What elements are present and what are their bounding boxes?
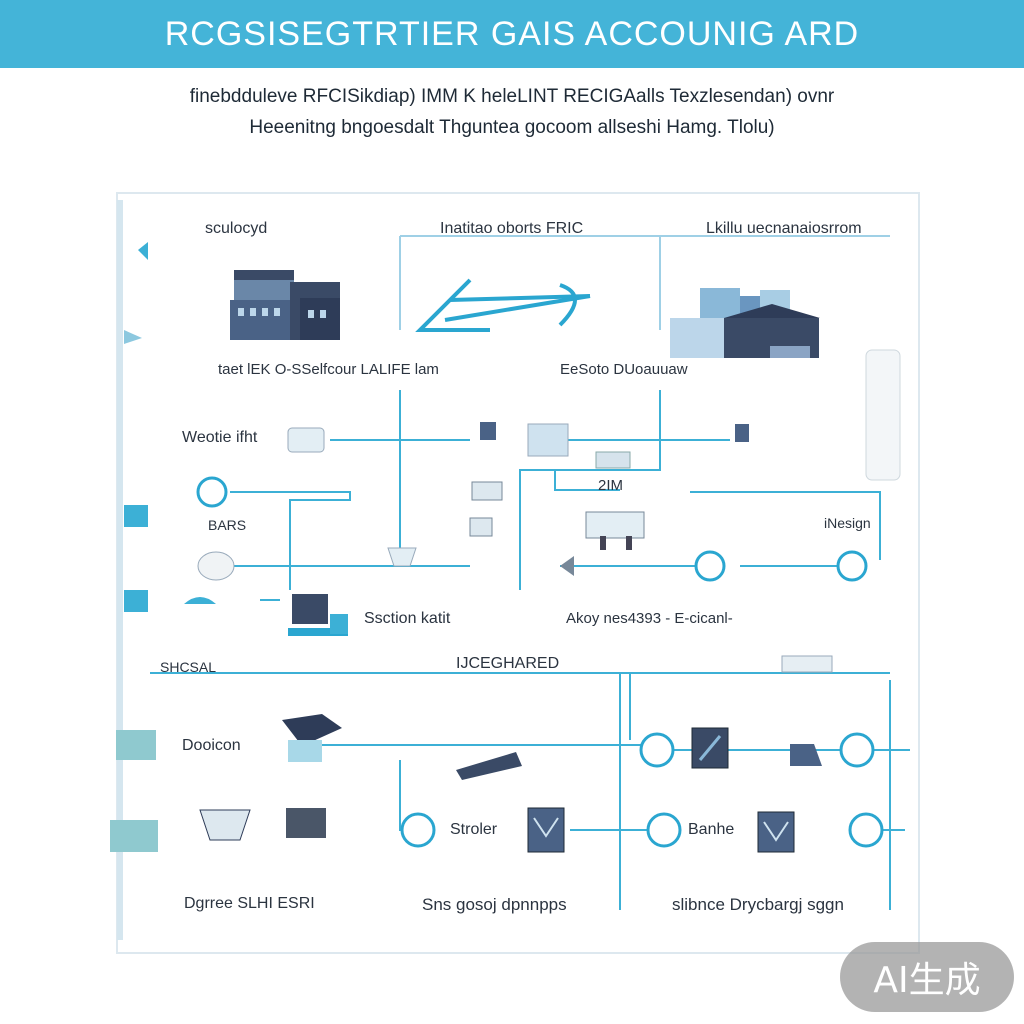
label-foot-mid: Sns gosoj dpnnpps — [422, 895, 567, 914]
node-circle — [639, 732, 675, 768]
side-tower-icon — [865, 349, 901, 481]
label-banhe: Banhe — [688, 821, 734, 838]
arrow-icon — [415, 278, 591, 332]
node-circle — [836, 550, 868, 582]
router-icon — [471, 481, 503, 501]
label-foot-left: Dgrree SLHI ESRI — [184, 895, 315, 912]
subtitle-line-2: Heeenitng bngoesdalt Thguntea gocoom all… — [249, 117, 775, 138]
drone-icon — [387, 547, 417, 567]
label-bars: BARS — [208, 517, 246, 533]
label-dooicon: Dooicon — [182, 737, 241, 754]
satellite-icon — [184, 597, 216, 604]
storage-icon — [292, 594, 328, 624]
label-center-code: 2IM — [598, 477, 623, 494]
monitor-icon — [287, 427, 325, 453]
label-shchal: SHCSAL — [160, 659, 216, 675]
pen-icon — [282, 714, 342, 746]
sensor-icon — [197, 551, 235, 581]
building-left-icon — [230, 270, 340, 340]
label-stroler: Stroler — [450, 821, 498, 838]
top-label-left: sculocyd — [205, 220, 267, 237]
keyboard-icon — [456, 752, 522, 780]
document-icon — [527, 807, 565, 853]
title-banner: RCGSISEGTRTIER GAIS ACCOUNIG ARD — [0, 0, 1024, 68]
plug-icon — [560, 556, 574, 576]
node-circles — [196, 476, 884, 848]
label-foot-right: slibnce Drycbargj sggn — [672, 895, 844, 914]
server-icon — [735, 424, 749, 442]
chip-icon — [595, 451, 631, 469]
lower-icons — [199, 655, 833, 853]
document-icon — [757, 811, 795, 853]
card-icon — [286, 808, 326, 838]
bar-icon — [781, 655, 833, 673]
tool-icon — [199, 809, 251, 841]
node-circle — [848, 812, 884, 848]
tablet-icon — [288, 740, 322, 762]
node-circle — [196, 476, 228, 508]
label-section: Ssction katit — [364, 610, 451, 627]
caption-left: taet lEK O-SSelfcour LALIFE lam — [218, 361, 439, 378]
node-circle — [400, 812, 436, 848]
connector-lines — [150, 390, 910, 910]
label-website: Weotie ifht — [182, 429, 258, 446]
watermark-text: AI生成 — [873, 960, 981, 1001]
caption-right: EeSoto DUoauuaw — [560, 361, 688, 378]
subtitle-line-1: finebdduleve RFCISikdiap) IMM K heleLINT… — [189, 86, 835, 107]
server-icon — [480, 422, 496, 440]
desk-icon — [585, 511, 645, 539]
device-icons — [184, 349, 901, 636]
printer-icon — [790, 744, 822, 766]
top-label-right: Lkillu uecnanaiosrrom — [706, 220, 862, 237]
top-frames — [399, 235, 890, 330]
top-label-center: Inatitao oborts FRIC — [440, 220, 583, 237]
left-edge-strip — [110, 200, 158, 940]
label-shared: IJCEGHARED — [456, 655, 559, 672]
router-icon — [469, 517, 493, 537]
page-title: RCGSISEGTRTIER GAIS ACCOUNIG ARD — [164, 14, 860, 53]
label-nesign: iNesign — [824, 515, 871, 531]
node-circle — [839, 732, 875, 768]
building-right-icon — [670, 288, 820, 358]
node-circle — [646, 812, 682, 848]
screen-icon — [527, 423, 569, 457]
node-circle — [694, 550, 726, 582]
ai-generated-watermark: AI生成 — [840, 942, 1014, 1012]
label-aloy: Akoy nes4393 - E-cicanl- — [566, 610, 733, 627]
